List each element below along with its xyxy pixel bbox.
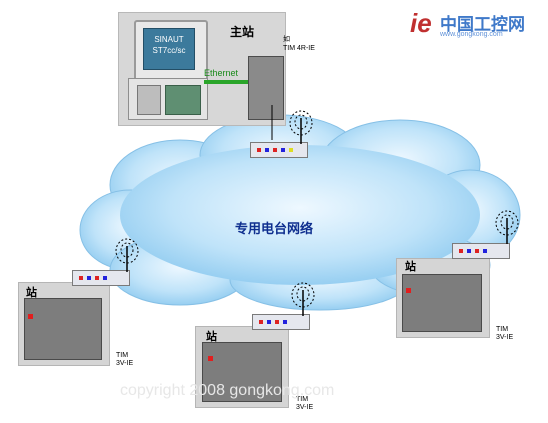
antenna-icon [289,110,313,144]
gongkong-logo-icon: ie [410,8,432,38]
station-2-radio [252,314,310,330]
station-1-title: 站 [26,287,37,299]
master-monitor: SINAUT ST7cc/sc [134,20,208,82]
antenna-icon [291,282,315,316]
station-2-indicator [208,356,213,361]
station-1-radio [72,270,130,286]
station-3-indicator [406,288,411,293]
ethernet-link [204,80,248,84]
copyright-watermark: copyright 2008 gongkong.com [120,382,335,399]
master-radio [250,142,308,158]
station-1-plc [24,298,102,360]
station-1-indicator [28,314,33,319]
antenna-icon [115,238,139,272]
pc-drive [137,85,161,115]
network-title: 专用电台网络 [234,221,313,236]
station-3-radio [452,243,510,259]
master-tim-note: 如 [283,36,290,43]
pc-panel [165,85,201,115]
ethernet-label: Ethernet [204,68,239,78]
monitor-screen: SINAUT ST7cc/sc [143,28,195,70]
master-tim-label: TIM 4R-IE [283,45,315,52]
master-tim-module [248,56,284,120]
master-pc-case [128,78,208,120]
station-3-title: 站 [405,261,416,273]
station-2-title: 站 [206,331,217,343]
screen-line-1: SINAUT [154,35,184,44]
logo-url: www.gongkong.com [440,31,503,38]
master-radio-cable [271,105,273,140]
antenna-icon [495,210,519,244]
screen-line-2: ST7cc/sc [152,46,186,55]
master-title: 主站 [230,25,255,39]
logo-name: 中国工控网 [440,15,525,34]
station-3-plc [402,274,482,332]
station-2-plc [202,342,282,402]
